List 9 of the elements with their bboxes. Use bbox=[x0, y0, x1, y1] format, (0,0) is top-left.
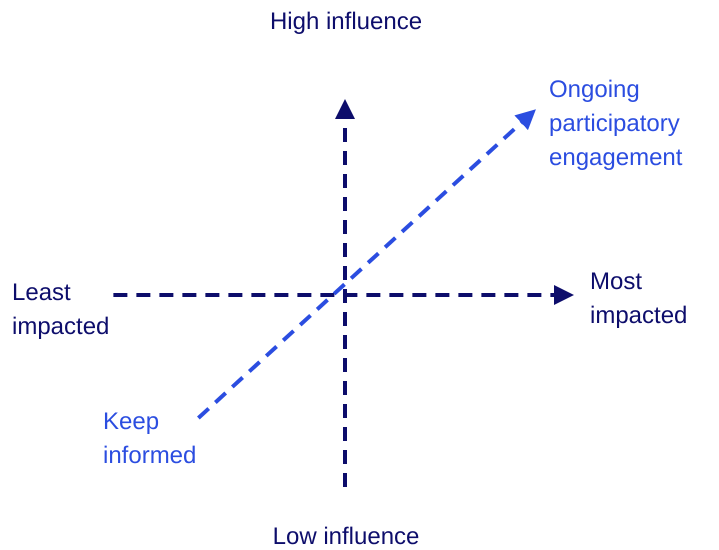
dashed-arrow bbox=[113, 285, 574, 305]
dashed-arrow bbox=[335, 99, 355, 487]
axis-label: High influence bbox=[270, 7, 422, 37]
axis-label: Keep informed bbox=[103, 407, 196, 471]
axis-label: Ongoing participatory engagement bbox=[549, 75, 682, 173]
axis-label: Least impacted bbox=[12, 278, 110, 342]
axis-label: Most impacted bbox=[590, 267, 688, 331]
axis-label: Low influence bbox=[272, 522, 420, 550]
dashed-arrow bbox=[197, 109, 536, 420]
